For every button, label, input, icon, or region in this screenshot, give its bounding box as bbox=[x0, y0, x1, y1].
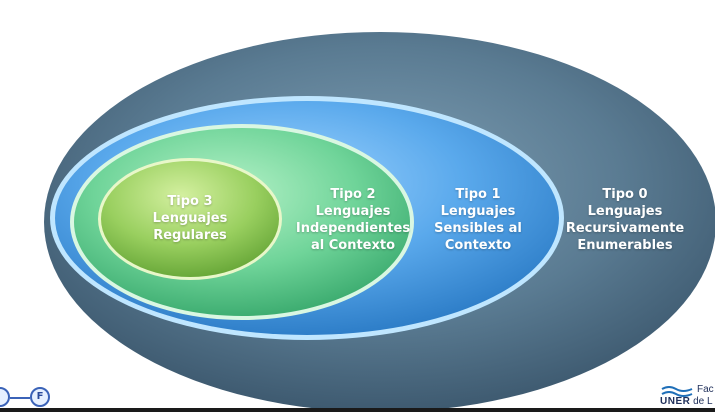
tipo1-label: Tipo 1 Lenguajes Sensibles al Contexto bbox=[418, 186, 538, 254]
tipo1-line3: Sensibles al bbox=[434, 221, 522, 236]
tipo1-line4: Contexto bbox=[444, 238, 512, 253]
logo-subtext: de L bbox=[693, 396, 713, 407]
tipo0-label: Tipo 0 Lenguajes Recursivamente Enumerab… bbox=[560, 186, 690, 254]
nav-connector bbox=[10, 397, 30, 399]
bottom-bar bbox=[0, 408, 715, 412]
tipo2-line4: al Contexto bbox=[310, 238, 396, 253]
tipo1-line2: Lenguajes bbox=[440, 204, 516, 219]
wave-icon bbox=[661, 386, 693, 397]
tipo2-label: Tipo 2 Lenguajes Independientes al Conte… bbox=[288, 186, 418, 254]
tipo1-title: Tipo 1 bbox=[455, 187, 501, 202]
nav-forward-button[interactable]: F bbox=[30, 387, 50, 407]
tipo3-line3: Regulares bbox=[153, 228, 227, 243]
logo-text: UNER de L bbox=[660, 396, 713, 407]
uner-logo: Fac UNER de L bbox=[660, 384, 715, 412]
logo-faculty-text: Fac bbox=[697, 384, 714, 395]
tipo3-title: Tipo 3 bbox=[167, 194, 213, 209]
tipo3-ellipse bbox=[101, 161, 279, 277]
tipo2-line3: Independientes bbox=[295, 221, 411, 236]
tipo3-label: Tipo 3 Lenguajes Regulares bbox=[130, 193, 250, 244]
tipo3-line2: Lenguajes bbox=[152, 211, 228, 226]
tipo0-line2: Lenguajes bbox=[587, 204, 663, 219]
tipo2-title: Tipo 2 bbox=[330, 187, 376, 202]
tipo0-line3: Recursivamente bbox=[565, 221, 685, 236]
logo-acronym: UNER bbox=[660, 396, 691, 407]
tipo0-title: Tipo 0 bbox=[602, 187, 648, 202]
tipo0-line4: Enumerables bbox=[577, 238, 673, 253]
tipo2-line2: Lenguajes bbox=[315, 204, 391, 219]
